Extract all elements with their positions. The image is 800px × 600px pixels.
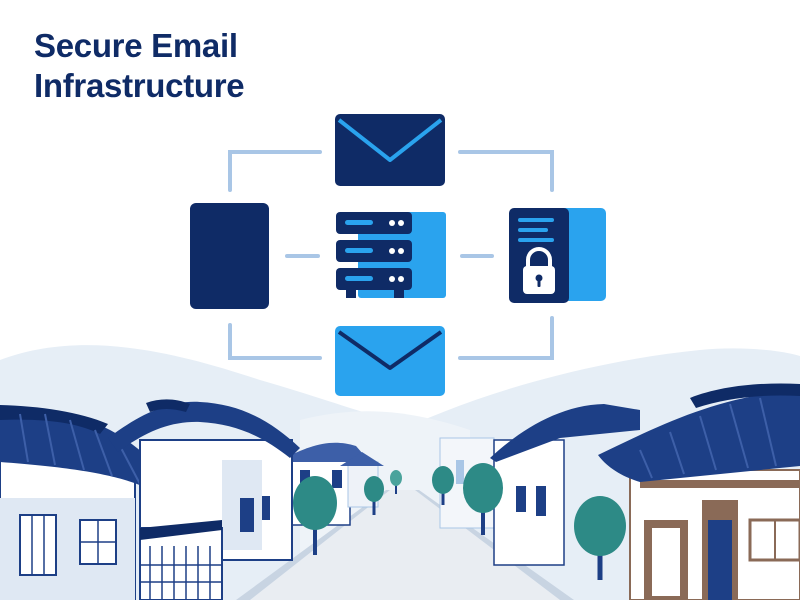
connector-bottom-left xyxy=(228,323,322,360)
connector-lines xyxy=(228,150,554,360)
house-icon xyxy=(108,399,300,600)
connector-top-right xyxy=(458,150,554,192)
tree-icon xyxy=(463,463,503,535)
mail-client-device-icon xyxy=(190,203,269,309)
connector-top-left xyxy=(228,150,322,192)
house-icon xyxy=(598,383,800,600)
tree-icon xyxy=(574,496,626,580)
envelope-icon xyxy=(335,326,445,396)
tree-icon xyxy=(432,466,454,505)
house-icon xyxy=(490,404,640,566)
locked-document-icon xyxy=(509,208,606,303)
tree-icon xyxy=(390,470,402,494)
connector-bottom-right xyxy=(458,316,554,360)
house-icon xyxy=(0,405,190,600)
tree-icon xyxy=(293,476,337,555)
page-title-line-2: Infrastructure xyxy=(34,67,245,104)
server-icon xyxy=(336,212,446,298)
tree-icon xyxy=(364,476,384,515)
envelope-icon xyxy=(335,114,445,186)
padlock-icon xyxy=(523,247,555,294)
page-title-line-1: Secure Email xyxy=(34,27,238,64)
